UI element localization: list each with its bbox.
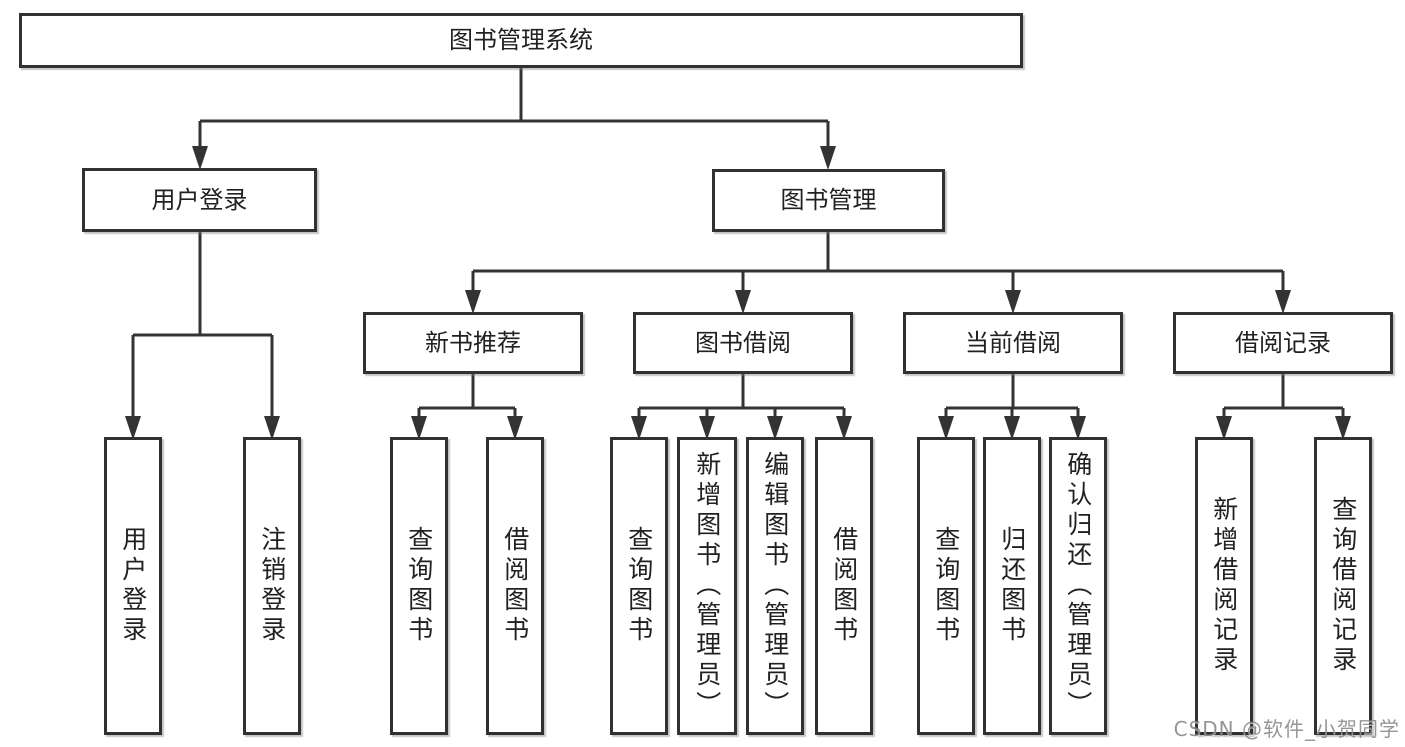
arrowhead-icon [1335, 416, 1351, 440]
node-user-login: 用户登录 [82, 168, 317, 232]
arrowhead-icon [465, 290, 481, 314]
arrowhead-icon [1004, 416, 1020, 440]
node-book-borrow: 图书借阅 [633, 312, 853, 374]
node-root: 图书管理系统 [19, 13, 1023, 68]
leaf-query-books-recommend: 查询图书 [390, 437, 448, 735]
leaf-user-login: 用户登录 [104, 437, 162, 735]
leaf-borrow-books: 借阅图书 [815, 437, 873, 735]
connector-root [198, 68, 830, 148]
arrowhead-icon [631, 416, 647, 440]
leaf-confirm-return-admin: 确认归还（管理员） [1049, 437, 1107, 735]
arrowhead-icon [836, 416, 852, 440]
node-new-book-recommend: 新书推荐 [363, 312, 583, 374]
leaf-add-borrow-record: 新增借阅记录 [1195, 437, 1253, 735]
leaf-logout: 注销登录 [243, 437, 301, 735]
arrowhead-icon [735, 290, 751, 314]
leaf-return-books: 归还图书 [983, 437, 1041, 735]
arrowhead-icon [507, 416, 523, 440]
arrowhead-icon [1216, 416, 1232, 440]
arrowhead-icon [820, 146, 836, 170]
arrowhead-icon [1275, 290, 1291, 314]
arrowhead-icon [1005, 290, 1021, 314]
watermark: CSDN @软件_小贺同学 [1173, 717, 1400, 741]
node-current-borrow: 当前借阅 [903, 312, 1123, 374]
leaf-query-books-current: 查询图书 [917, 437, 975, 735]
leaf-query-books-borrow: 查询图书 [610, 437, 668, 735]
arrowhead-icon [1070, 416, 1086, 440]
connector-book-borrow [637, 374, 846, 418]
arrowhead-icon [125, 416, 141, 440]
arrowheads [125, 146, 1351, 440]
arrowhead-icon [192, 146, 208, 170]
connector-borrow-records [1222, 374, 1345, 418]
node-borrow-records: 借阅记录 [1173, 312, 1393, 374]
leaf-add-book-admin: 新增图书（管理员） [677, 437, 737, 735]
arrowhead-icon [699, 416, 715, 440]
node-book-management: 图书管理 [712, 169, 945, 232]
arrowhead-icon [767, 416, 783, 440]
arrowhead-icon [938, 416, 954, 440]
leaf-borrow-books-recommend: 借阅图书 [486, 437, 544, 735]
arrowhead-icon [264, 416, 280, 440]
leaf-edit-book-admin: 编辑图书（管理员） [746, 437, 804, 735]
connector-new-book-recommend [417, 374, 517, 418]
connector-current-borrow [944, 374, 1080, 418]
connector-book-management [471, 232, 1285, 292]
arrowhead-icon [411, 416, 427, 440]
connector-user-login [131, 232, 274, 418]
leaf-query-borrow-record: 查询借阅记录 [1314, 437, 1372, 735]
